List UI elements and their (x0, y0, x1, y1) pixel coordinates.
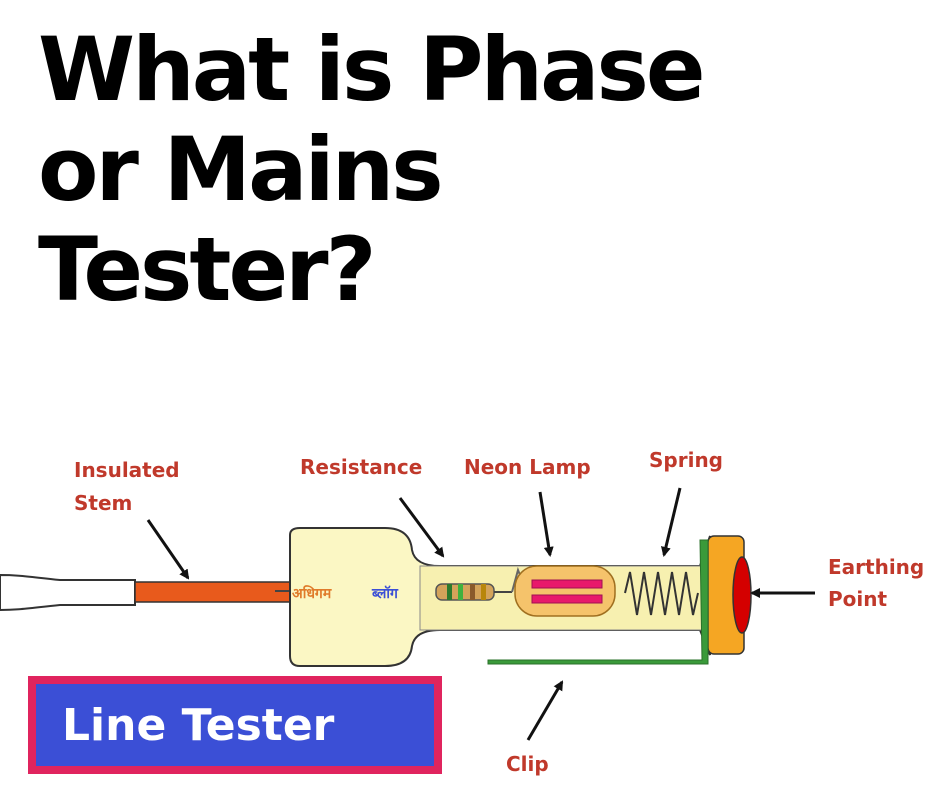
label-earthing-point-line2: Point (828, 587, 887, 611)
watermark-part1: अधिगम (292, 585, 332, 602)
page-title: What is Phase or Mains Tester? (38, 20, 918, 320)
label-resistance: Resistance (300, 455, 422, 479)
arrow-clip (526, 680, 564, 741)
label-insulated-stem-line1: Insulated (74, 458, 180, 482)
spring-coil (624, 571, 699, 616)
title-line-1: What is Phase (38, 18, 706, 121)
insulated-stem (134, 581, 296, 603)
label-earthing-point-line1: Earthing (828, 555, 924, 579)
arrow-resistance (398, 497, 445, 558)
label-insulated-stem-line2: Stem (74, 491, 132, 515)
earthing-point-disc (732, 556, 752, 634)
pocket-clip (487, 539, 709, 665)
resistor (435, 583, 495, 601)
badge-text: Line Tester (62, 700, 335, 751)
arrow-spring (660, 487, 682, 557)
label-neon-lamp: Neon Lamp (464, 455, 591, 479)
arrow-insulated-stem (146, 519, 190, 580)
watermark-part2: ब्लॉग (371, 585, 399, 602)
neon-lamp (514, 565, 616, 617)
title-line-3: Tester? (38, 218, 377, 321)
line-tester-badge: Line Tester (28, 676, 442, 774)
title-line-2: or Mains (38, 118, 444, 221)
screwdriver-tip (0, 573, 136, 612)
label-spring: Spring (649, 448, 723, 472)
label-clip: Clip (506, 752, 549, 776)
arrow-neon-lamp (538, 491, 554, 557)
